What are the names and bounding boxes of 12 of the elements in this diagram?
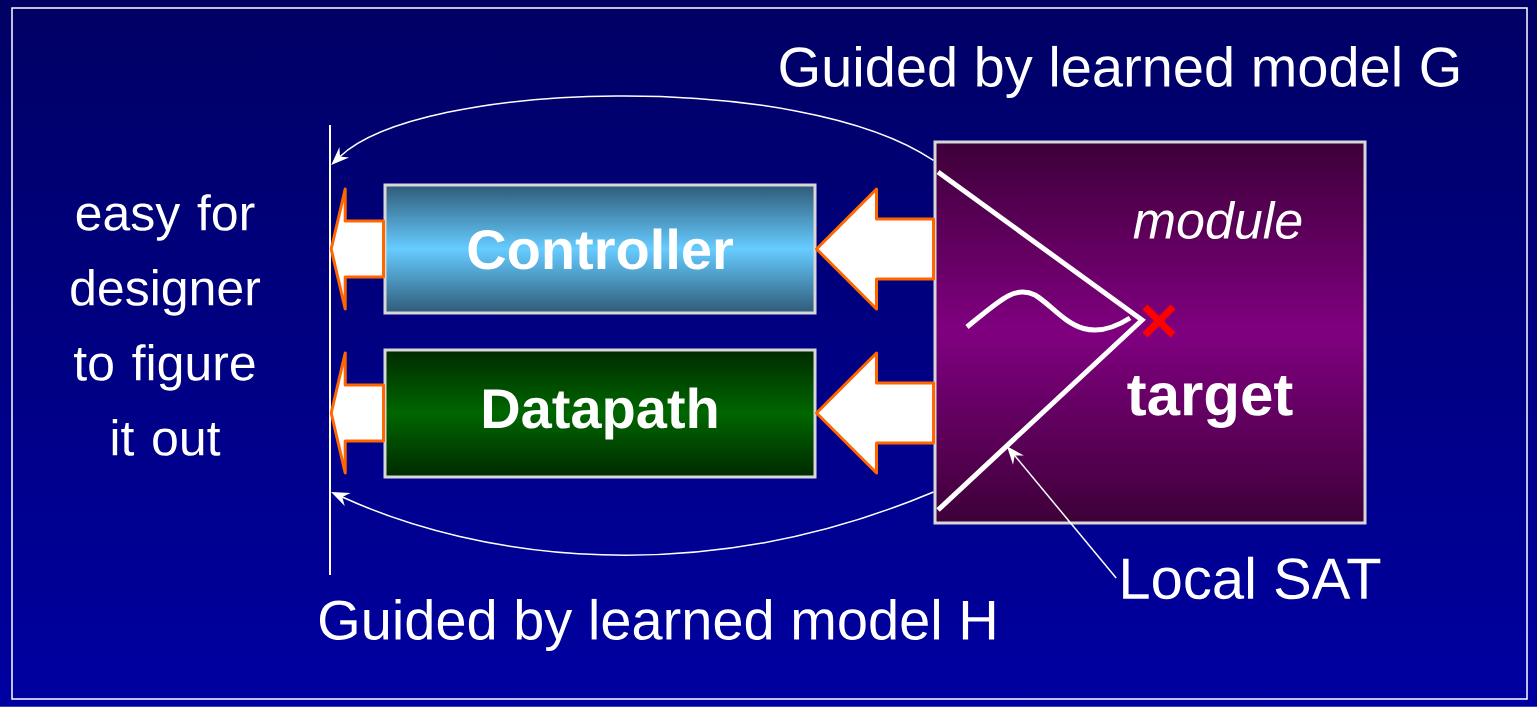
annotation-text: Guided by learned model G [780,45,1459,99]
block-arrow [329,351,385,475]
note-text: easy for designer to figure it out [71,194,261,456]
process-box: Controller [383,183,817,315]
block-arrow [815,187,935,311]
curved-arrow [331,95,935,165]
block-arrow [329,187,385,311]
process-box: Datapath [383,348,817,479]
module-box: module target [933,140,1367,525]
callout-text: Local SAT [1123,556,1381,600]
annotation-text: Guided by learned model H [319,598,995,652]
block-arrow [815,351,935,475]
